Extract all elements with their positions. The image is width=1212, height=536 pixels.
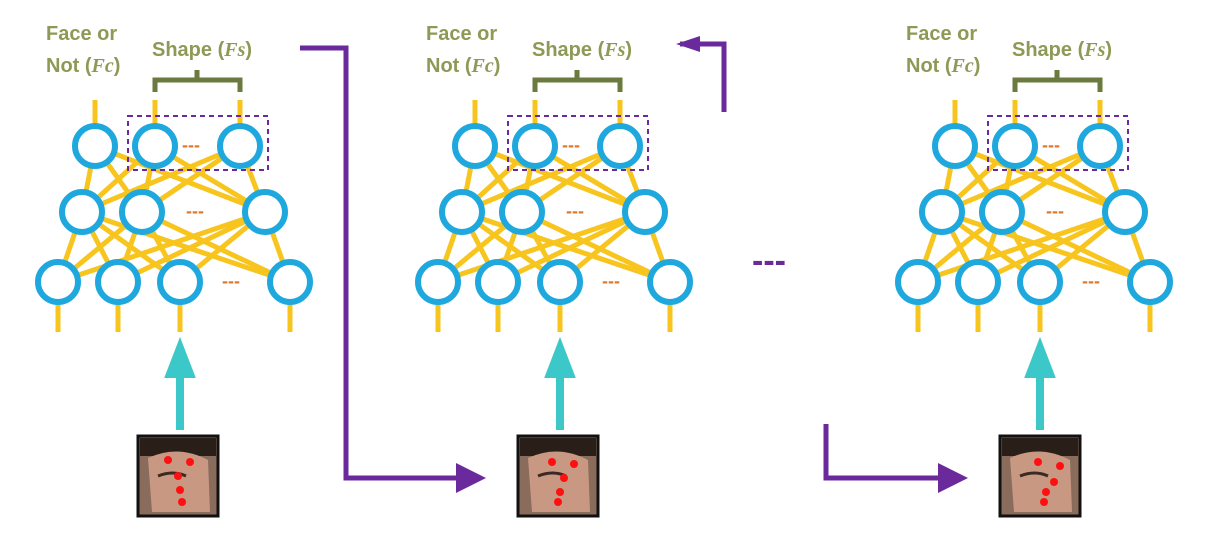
- shape-brace: [152, 70, 243, 92]
- node: [35, 259, 81, 305]
- stage-1-network: Face or Not (Fc) Shape (Fs) --- --- ---: [35, 23, 313, 518]
- input-arrow: [1024, 336, 1056, 430]
- node: [499, 189, 545, 235]
- layer-ellipsis: ---: [566, 201, 584, 221]
- node: [1077, 123, 1123, 169]
- node: [537, 259, 583, 305]
- input-arrow: [544, 336, 576, 430]
- shape-output-box: [127, 115, 269, 171]
- flow-arrow: [823, 424, 968, 493]
- node: [512, 123, 558, 169]
- node: [1017, 259, 1063, 305]
- node: [132, 123, 178, 169]
- node: [895, 259, 941, 305]
- node: [415, 259, 461, 305]
- shape-brace: [532, 70, 623, 92]
- node: [647, 259, 693, 305]
- flow-arrow-head: [676, 36, 700, 52]
- node: [979, 189, 1025, 235]
- layer-ellipsis: ---: [1042, 135, 1060, 155]
- node: [267, 259, 313, 305]
- not-fc-label: Not (Fc): [906, 55, 980, 77]
- layer-ellipsis: ---: [186, 201, 204, 221]
- layer-ellipsis: ---: [182, 135, 200, 155]
- nodes: [415, 123, 693, 305]
- layer-ellipsis: ---: [222, 271, 240, 291]
- nodes: [895, 123, 1173, 305]
- node: [1102, 189, 1148, 235]
- node: [59, 189, 105, 235]
- node: [119, 189, 165, 235]
- flow-arrow-stub: [680, 41, 727, 112]
- node: [242, 189, 288, 235]
- face-thumbnail: [136, 434, 220, 518]
- not-fc-label: Not (Fc): [426, 55, 500, 77]
- shape-output-box: [987, 115, 1129, 171]
- layer-ellipsis: ---: [562, 135, 580, 155]
- node: [919, 189, 965, 235]
- node: [597, 123, 643, 169]
- node: [72, 123, 118, 169]
- node: [622, 189, 668, 235]
- shape-fs-label: Shape (Fs): [1012, 39, 1112, 61]
- nodes: [35, 123, 313, 305]
- face-or-label: Face or: [426, 23, 497, 45]
- face-thumbnail: [998, 434, 1082, 518]
- layer-ellipsis: ---: [1082, 271, 1100, 291]
- node: [475, 259, 521, 305]
- layer-ellipsis: ---: [1046, 201, 1064, 221]
- node: [157, 259, 203, 305]
- not-fc-label: Not (Fc): [46, 55, 120, 77]
- node: [439, 189, 485, 235]
- face-thumbnail: [516, 434, 600, 518]
- layer-ellipsis: ---: [602, 271, 620, 291]
- stage-2-network: Face or Not (Fc) Shape (Fs) --- --- ---: [415, 23, 693, 518]
- node: [1127, 259, 1173, 305]
- node: [452, 123, 498, 169]
- node: [932, 123, 978, 169]
- node: [217, 123, 263, 169]
- node: [95, 259, 141, 305]
- face-or-label: Face or: [46, 23, 117, 45]
- stages-ellipsis: ---: [752, 242, 786, 280]
- shape-fs-label: Shape (Fs): [152, 39, 252, 61]
- shape-fs-label: Shape (Fs): [532, 39, 632, 61]
- face-or-label: Face or: [906, 23, 977, 45]
- node: [992, 123, 1038, 169]
- stage-3-network: Face or Not (Fc) Shape (Fs) --- --- ---: [895, 23, 1173, 518]
- shape-brace: [1012, 70, 1103, 92]
- shape-output-box: [507, 115, 649, 171]
- node: [955, 259, 1001, 305]
- flow-arrow: [300, 45, 486, 493]
- input-arrow: [164, 336, 196, 430]
